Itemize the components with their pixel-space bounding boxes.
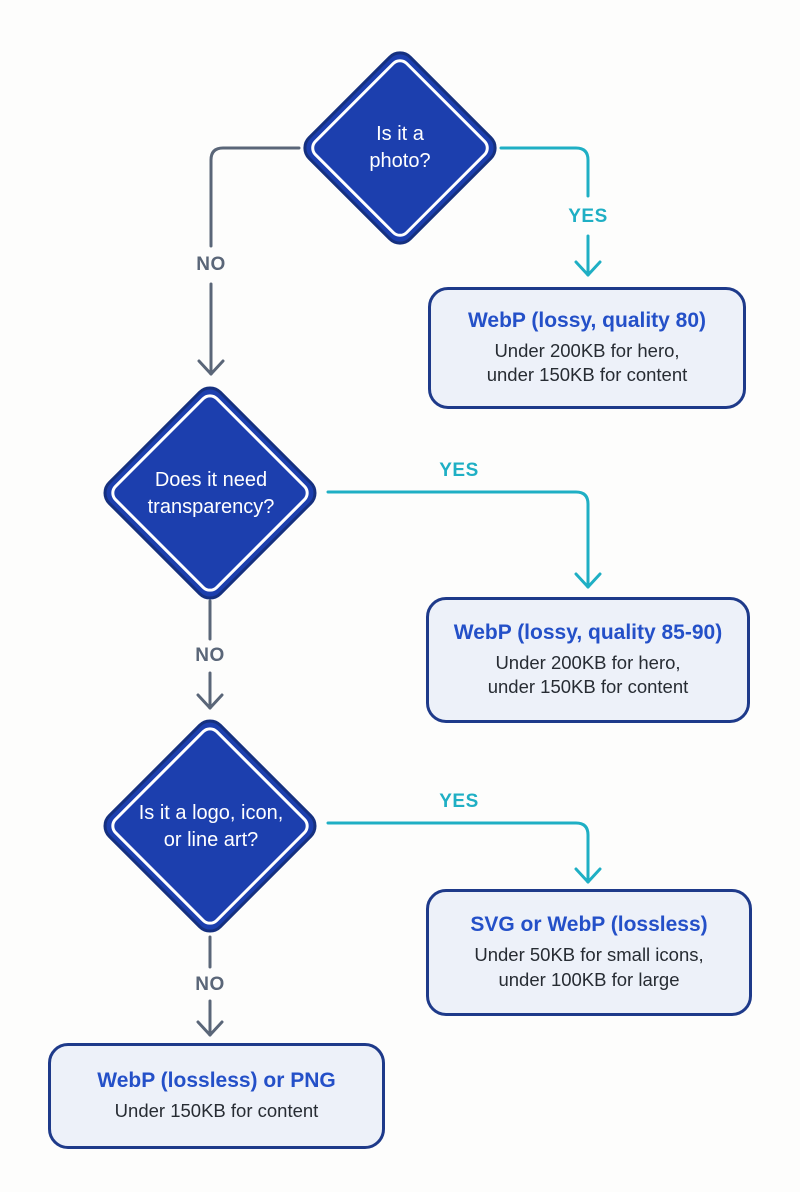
decision-text-line: Does it need (154, 469, 268, 491)
branch-label-no-2: NO (195, 645, 225, 666)
branch-label-yes-2: YES (439, 460, 479, 481)
connector-yes-1-upper (499, 146, 590, 198)
decision-label-needs-transparency: Does it need transparency? (148, 467, 275, 521)
outcome-title: WebP (lossy, quality 85-90) (453, 620, 723, 644)
outcome-detail-line: under 150KB for content (487, 676, 689, 697)
decision-label-is-photo: Is it a photo? (369, 121, 430, 175)
outcome-box-svg-or-webp-lossless: SVG or WebP (lossless) Under 50KB for sm… (426, 889, 752, 1016)
outcome-title: WebP (lossy, quality 80) (467, 308, 707, 332)
connector-yes-2 (326, 490, 590, 589)
decision-text-line: photo? (369, 150, 431, 172)
arrowhead-no-3 (196, 1020, 224, 1037)
outcome-box-webp-lossless-or-png: WebP (lossless) or PNG Under 150KB for c… (48, 1043, 385, 1149)
branch-label-yes-3: YES (439, 791, 479, 812)
outcome-detail-line: under 100KB for large (498, 968, 680, 990)
branch-label-yes-1: YES (568, 206, 608, 227)
outcome-title: SVG or WebP (lossless) (470, 913, 708, 937)
decision-text-line: or line art? (163, 829, 259, 851)
arrowhead-no-1 (197, 359, 225, 376)
outcome-box-webp-lossy-80: WebP (lossy, quality 80) Under 200KB for… (428, 287, 746, 409)
decision-text-line: transparency? (147, 496, 275, 518)
connector-no-1-upper (209, 146, 301, 248)
connector-yes-3 (326, 821, 590, 884)
outcome-detail-line: Under 150KB for content (114, 1099, 319, 1121)
decision-text-line: Is it a logo, icon, (138, 802, 284, 824)
branch-label-no-1: NO (196, 254, 226, 275)
outcome-detail-line: Under 50KB for small icons, (474, 944, 704, 966)
arrowhead-yes-2 (574, 572, 602, 589)
arrowhead-no-2 (196, 693, 224, 710)
outcome-box-webp-lossy-85-90: WebP (lossy, quality 85-90) Under 200KB … (426, 597, 750, 723)
decision-text-line: Is it a (376, 123, 424, 145)
arrowhead-yes-1 (574, 260, 602, 277)
outcome-detail-line: Under 200KB for hero, (495, 651, 681, 673)
outcome-detail-line: under 150KB for content (486, 364, 688, 385)
outcome-title: WebP (lossless) or PNG (97, 1068, 336, 1092)
branch-label-no-3: NO (195, 974, 225, 995)
decision-label-logo-icon-lineart: Is it a logo, icon, or line art? (139, 800, 284, 854)
arrowhead-yes-3 (574, 867, 602, 884)
outcome-detail-line: Under 200KB for hero, (494, 339, 680, 361)
